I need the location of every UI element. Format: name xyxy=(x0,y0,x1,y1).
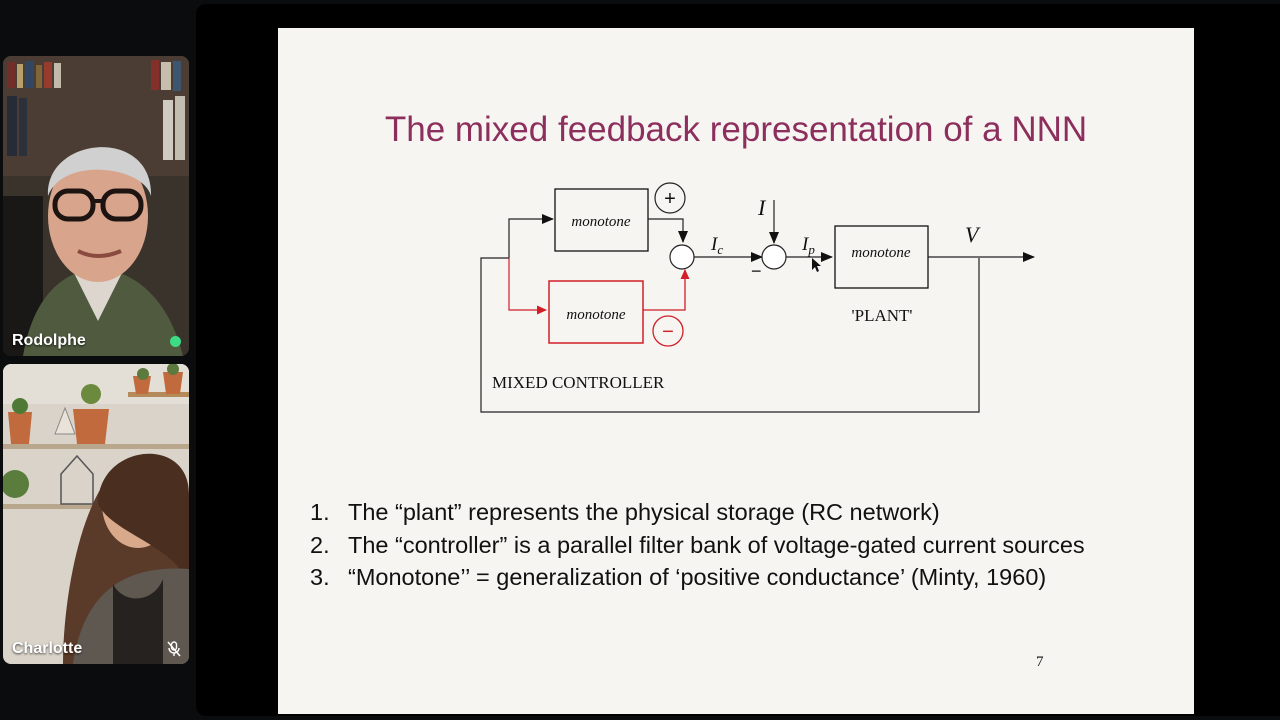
participant-name: Rodolphe xyxy=(12,332,86,349)
participant-sidebar: Rodolphe Charlotte xyxy=(0,0,196,720)
presentation-slide: The mixed feedback representation of a N… xyxy=(278,28,1194,714)
mic-muted-icon xyxy=(167,641,181,657)
mouse-cursor-icon xyxy=(812,258,821,272)
positive-branch-line xyxy=(508,214,554,258)
slide-bullet-list: 1.The “plant” represents the physical st… xyxy=(310,496,1085,594)
speaking-indicator-icon xyxy=(170,336,181,347)
participant-tile-charlotte[interactable]: Charlotte xyxy=(3,364,189,664)
plant-label: 'PLANT' xyxy=(852,306,913,325)
mixed-controller-label: MIXED CONTROLLER xyxy=(492,373,665,392)
plus-sign: + xyxy=(664,188,676,210)
participant-video xyxy=(3,56,189,356)
controller-summer xyxy=(669,244,695,270)
participant-tile-rodolphe[interactable]: Rodolphe xyxy=(3,56,189,356)
participant-video xyxy=(3,364,189,664)
negative-to-summer-line xyxy=(643,269,690,311)
summer-minus-sign: − xyxy=(751,261,762,281)
monotone-block-positive xyxy=(554,188,649,252)
negative-branch-line xyxy=(508,258,547,315)
plant-summer xyxy=(761,244,787,270)
current-ic-label: Ic xyxy=(710,234,723,257)
plus-sign-icon xyxy=(654,182,686,214)
monotone-block-negative xyxy=(548,280,644,344)
block-diagram: monotone monotone + − Ic I − Ip monotone… xyxy=(480,182,1035,413)
input-current-label: I xyxy=(757,195,767,220)
slide-title: The mixed feedback representation of a N… xyxy=(384,110,1088,149)
output-voltage-label: V xyxy=(965,222,981,247)
bullet-item: 2.The “controller” is a parallel filter … xyxy=(310,531,1085,558)
block-label: monotone xyxy=(851,245,911,261)
block-label: monotone xyxy=(571,214,631,230)
bullet-item: 1.The “plant” represents the physical st… xyxy=(310,499,940,525)
current-ip-label: Ip xyxy=(801,234,815,257)
block-label: monotone xyxy=(566,307,626,323)
participant-name: Charlotte xyxy=(12,640,83,657)
positive-to-summer-line xyxy=(648,218,688,243)
minus-sign-icon xyxy=(652,315,684,347)
slide-page-number: 7 xyxy=(1036,654,1044,670)
feedback-loop-line xyxy=(480,257,980,413)
minus-sign: − xyxy=(662,321,674,343)
bullet-item: 3.“Monotone’’ = generalization of ‘posit… xyxy=(310,564,1047,590)
